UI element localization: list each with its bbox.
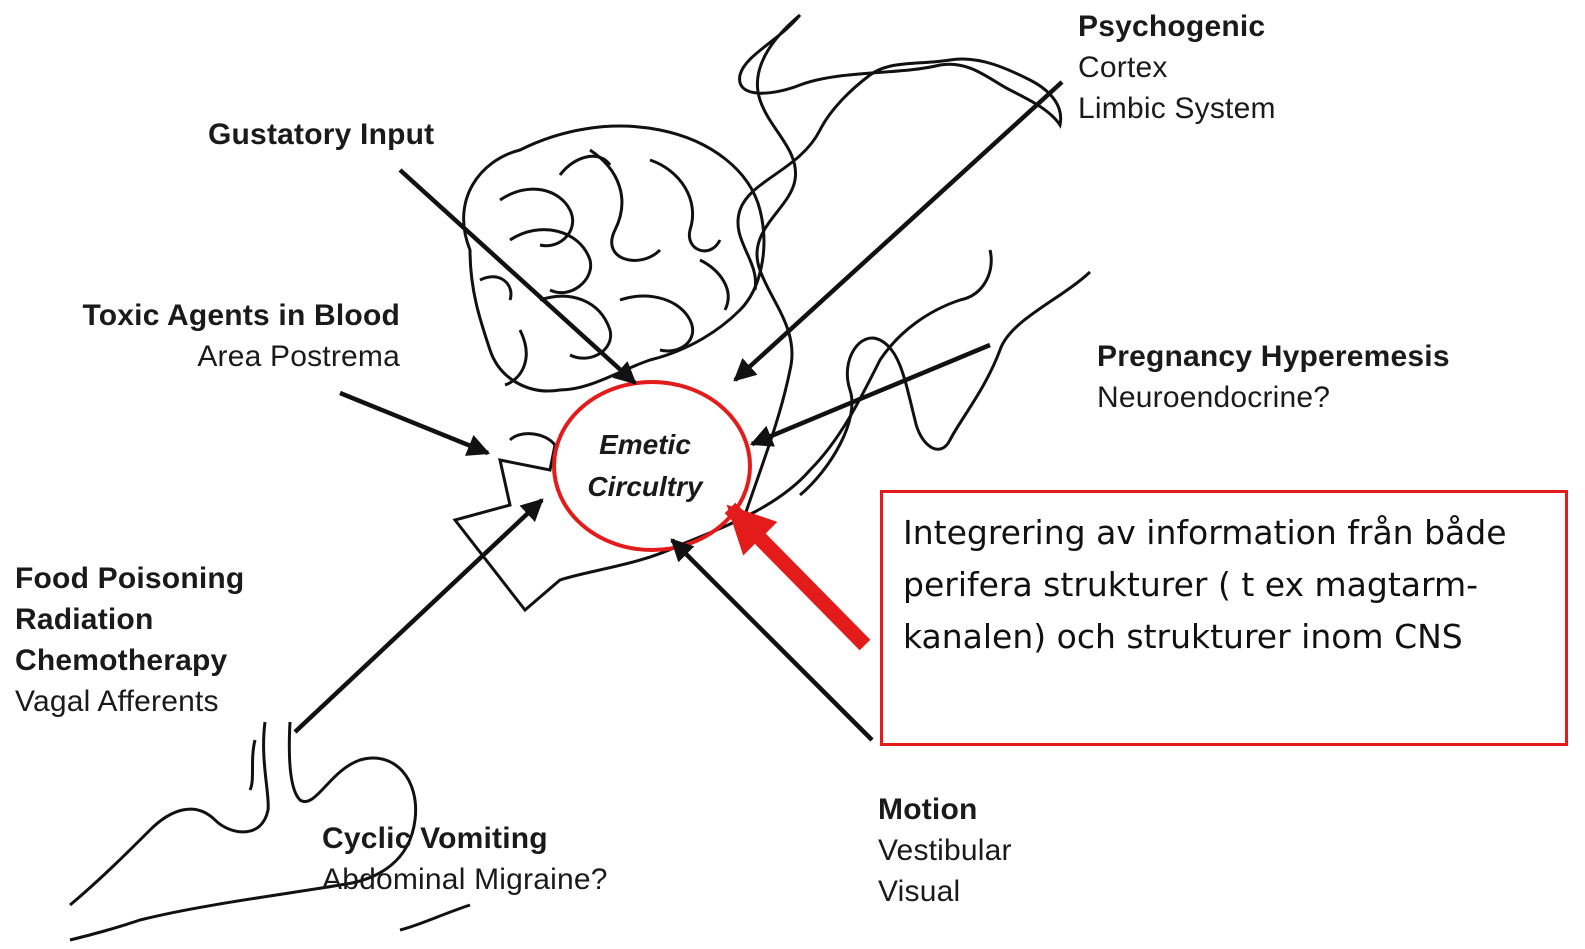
psychogenic-line-2: Limbic System xyxy=(1078,88,1276,129)
callout-text: Integrering av information från både per… xyxy=(903,513,1507,656)
emetic-circuitry-label: Emetic Circultry xyxy=(570,424,720,508)
callout-arrow xyxy=(730,508,865,645)
psychogenic-title: Psychogenic xyxy=(1078,6,1276,47)
arrow-motion xyxy=(672,540,872,740)
label-food-poisoning: Food Poisoning Radiation Chemotherapy Va… xyxy=(15,558,244,722)
food-line-1: Vagal Afferents xyxy=(15,681,244,722)
cerebellum-drawing xyxy=(464,126,764,391)
cortical-nerve-outline xyxy=(738,15,1061,515)
label-motion: Motion Vestibular Visual xyxy=(878,789,1012,912)
gustatory-title: Gustatory Input xyxy=(208,114,434,155)
pregnancy-title: Pregnancy Hyperemesis xyxy=(1097,336,1450,377)
integration-callout: Integrering av information från både per… xyxy=(880,490,1568,746)
label-pregnancy: Pregnancy Hyperemesis Neuroendocrine? xyxy=(1097,336,1450,418)
cyclic-title: Cyclic Vomiting xyxy=(322,818,608,859)
arrow-toxic xyxy=(340,393,488,453)
arrow-psychogenic xyxy=(735,82,1062,380)
arrow-pregnancy xyxy=(752,345,990,444)
center-line-2: Circultry xyxy=(587,471,702,502)
food-title-3: Chemotherapy xyxy=(15,640,244,681)
center-line-1: Emetic xyxy=(599,429,691,460)
label-toxic-agents: Toxic Agents in Blood Area Postrema xyxy=(40,295,400,377)
food-title-2: Radiation xyxy=(15,599,244,640)
toxic-title: Toxic Agents in Blood xyxy=(40,295,400,336)
toxic-line-1: Area Postrema xyxy=(40,336,400,377)
pregnancy-line-1: Neuroendocrine? xyxy=(1097,377,1450,418)
motion-title: Motion xyxy=(878,789,1012,830)
cyclic-line-1: Abdominal Migraine? xyxy=(322,859,608,900)
motion-line-2: Visual xyxy=(878,871,1012,912)
label-psychogenic: Psychogenic Cortex Limbic System xyxy=(1078,6,1276,129)
label-cyclic-vomiting: Cyclic Vomiting Abdominal Migraine? xyxy=(322,818,608,900)
psychogenic-line-1: Cortex xyxy=(1078,47,1276,88)
motion-line-1: Vestibular xyxy=(878,830,1012,871)
food-title-1: Food Poisoning xyxy=(15,558,244,599)
arrow-vagal xyxy=(295,500,542,732)
label-gustatory: Gustatory Input xyxy=(208,114,434,155)
arrow-gustatory xyxy=(400,170,635,383)
